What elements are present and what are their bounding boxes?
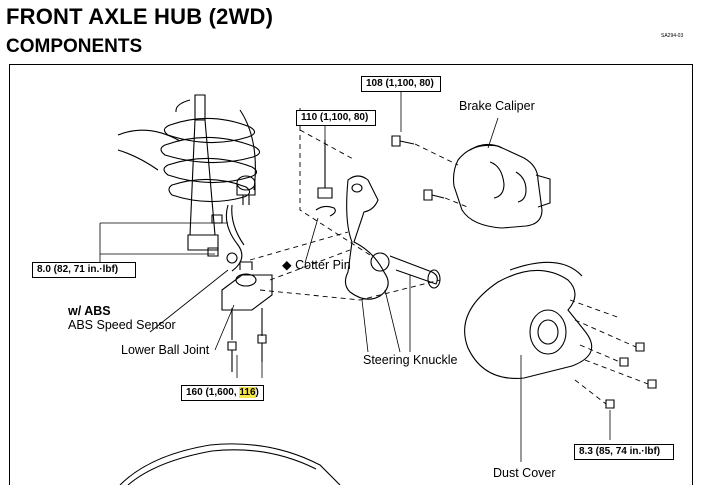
page-subtitle: COMPONENTS bbox=[6, 36, 143, 57]
label-dust-cover: Dust Cover bbox=[493, 466, 556, 480]
torque-spec-dust-cover-bolt: 8.3 (85, 74 in.·lbf) bbox=[574, 444, 674, 460]
torque-spec-highlight: 116 bbox=[239, 387, 256, 398]
torque-spec-ball-joint-prefix: 160 (1,600, bbox=[186, 387, 240, 398]
leader-lines bbox=[99, 91, 611, 462]
dust-cover-part bbox=[464, 261, 593, 379]
torque-spec-ball-joint-suffix: ) bbox=[255, 387, 259, 398]
steering-knuckle-part bbox=[344, 175, 441, 300]
dust-cover-bolts bbox=[605, 342, 657, 409]
label-abs-speed-sensor: ABS Speed Sensor bbox=[68, 318, 176, 332]
caliper-bolts bbox=[391, 135, 445, 201]
knuckle-nut bbox=[315, 140, 336, 217]
page-title: FRONT AXLE HUB (2WD) bbox=[6, 4, 274, 29]
coil-spring-strut bbox=[117, 94, 261, 251]
abs-sensor-wire bbox=[207, 204, 245, 272]
torque-spec-caliper-bolt: 108 (1,100, 80) bbox=[361, 76, 441, 92]
label-brake-caliper: Brake Caliper bbox=[459, 99, 535, 113]
label-cotter-pin: ◆ Cotter Pin bbox=[282, 258, 351, 272]
lower-ball-joint-part bbox=[221, 261, 273, 340]
label-abs-note: w/ ABS bbox=[68, 304, 111, 318]
disc-rotor-edge bbox=[119, 443, 341, 485]
diagram-frame bbox=[9, 64, 693, 485]
reference-code: SA294-03 bbox=[661, 33, 684, 39]
torque-spec-ball-joint-bolt: 160 (1,600, 116) bbox=[181, 385, 264, 401]
torque-spec-sensor-bolt: 8.0 (82, 71 in.·lbf) bbox=[32, 262, 136, 278]
label-lower-ball-joint: Lower Ball Joint bbox=[121, 343, 210, 357]
torque-spec-knuckle-nut: 110 (1,100, 80) bbox=[296, 110, 376, 126]
label-steering-knuckle: Steering Knuckle bbox=[363, 353, 458, 367]
dashed-guides bbox=[249, 108, 649, 405]
brake-caliper-part bbox=[452, 143, 551, 229]
ball-joint-bolts bbox=[227, 334, 267, 372]
upper-ball-joint bbox=[236, 175, 256, 205]
